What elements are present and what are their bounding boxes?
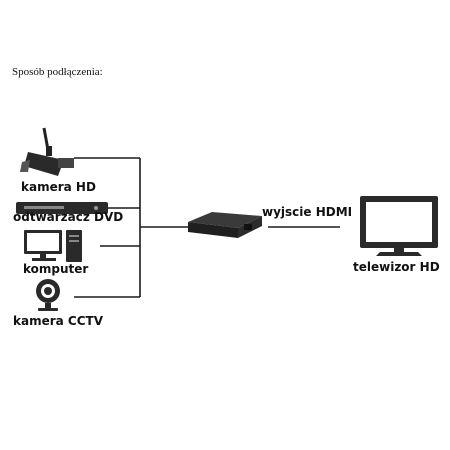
connection-lines [74, 157, 340, 298]
page-caption: Sposób podłączenia: [12, 66, 103, 78]
camera-hd-icon [20, 127, 74, 176]
tv-icon [360, 196, 438, 256]
computer-icon [24, 230, 82, 262]
hdmi-switch-icon [188, 212, 262, 238]
label-computer: komputer [23, 262, 89, 276]
label-dvd-player: odtwarzacz DVD [13, 210, 124, 224]
label-hdmi-output: wyjscie HDMI [262, 205, 353, 219]
dvd-player-icon [16, 202, 108, 214]
label-camera-hd: kamera HD [21, 180, 96, 194]
cctv-camera-icon [36, 279, 60, 311]
label-cctv-camera: kamera CCTV [13, 314, 103, 328]
label-tv: telewizor HD [353, 260, 440, 274]
